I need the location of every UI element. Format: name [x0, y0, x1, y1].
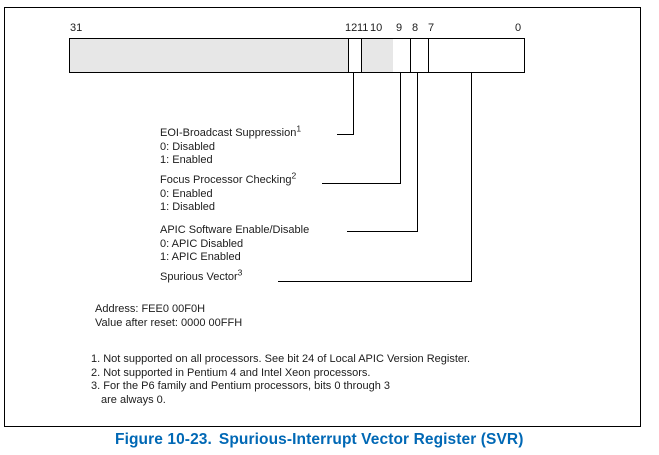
bit-label-8: 8 [412, 22, 419, 34]
field-value-line: 0: Enabled [160, 187, 213, 200]
field-value-line: 0: Disabled [160, 140, 216, 153]
field-title-text: Spurious Vector [160, 271, 238, 283]
footnote-3: 3. For the P6 family and Pentium process… [91, 380, 390, 392]
field-bits-7-0-spurious-vector [429, 39, 524, 72]
callout-focus-processor-checking: Focus Processor Checking2 0: Enabled 1: … [160, 171, 296, 215]
connector-line-spurious [278, 281, 472, 282]
figure-caption-label: Figure 10-23. [115, 431, 212, 448]
figure-border-box [4, 7, 641, 427]
field-bit-9-focus-checking [393, 39, 411, 72]
connector-line-focus [322, 183, 401, 184]
footnote-3-continued: are always 0. [101, 393, 166, 406]
footnote-ref-1: 1 [296, 123, 302, 134]
callout-eoi-broadcast-suppression: EOI-Broadcast Suppression1 0: Disabled 1… [160, 124, 301, 168]
bit-label-9: 9 [396, 22, 403, 34]
connector-line-bit9 [400, 73, 401, 184]
field-title-text: EOI-Broadcast Suppression [160, 127, 297, 139]
field-title: Spurious Vector3 [160, 268, 242, 285]
footnote-1: 1. Not supported on all processors. See … [91, 353, 471, 365]
field-bit-12-eoi-suppression [349, 39, 362, 72]
field-bit-8-apic-enable [411, 39, 429, 72]
figure-caption-title: Spurious-Interrupt Vector Register (SVR) [218, 431, 524, 448]
connector-line-eoi [337, 134, 354, 135]
field-value-line: 1: Disabled [160, 201, 216, 213]
address-block: Address: FEE0 00F0H Value after reset: 0… [95, 303, 242, 330]
connector-line-bit12 [353, 73, 354, 135]
field-title-text: APIC Software Enable/Disable [160, 224, 310, 236]
footnote-ref-3: 3 [237, 267, 243, 278]
field-reserved-bits-11-10 [362, 39, 393, 72]
field-title: EOI-Broadcast Suppression1 [160, 124, 301, 141]
bit-label-11: 11 [357, 22, 369, 34]
footnote-2: 2. Not supported in Pentium 4 and Intel … [91, 366, 371, 379]
bit-label-12: 12 [345, 22, 358, 34]
bit-label-0: 0 [515, 22, 522, 34]
footnote-ref-2: 2 [291, 170, 297, 181]
field-value-line: 0: APIC Disabled [160, 237, 244, 250]
callout-apic-software-enable: APIC Software Enable/Disable 0: APIC Dis… [160, 224, 309, 265]
address-line: Address: FEE0 00F0H [95, 303, 206, 315]
bit-label-31: 31 [70, 22, 83, 34]
connector-line-apic [347, 231, 418, 232]
connector-line-bits7-0 [471, 73, 472, 282]
connector-line-bit8 [417, 73, 418, 232]
field-title: Focus Processor Checking2 [160, 171, 296, 188]
callout-spurious-vector: Spurious Vector3 [160, 268, 242, 285]
field-title-text: Focus Processor Checking [160, 174, 292, 186]
reset-value-line: Value after reset: 0000 00FFH [95, 316, 243, 329]
figure-caption: Figure 10-23. Spurious-Interrupt Vector R… [115, 431, 524, 449]
field-reserved-bits-31-13 [70, 39, 349, 72]
field-title: APIC Software Enable/Disable [160, 224, 309, 238]
register-bitfield-box [69, 38, 525, 73]
bit-label-10: 10 [370, 22, 383, 34]
field-value-line: 1: Enabled [160, 154, 213, 166]
bit-label-7: 7 [428, 22, 435, 34]
footnotes-block: 1. Not supported on all processors. See … [91, 353, 470, 407]
field-value-line: 1: APIC Enabled [160, 251, 241, 263]
